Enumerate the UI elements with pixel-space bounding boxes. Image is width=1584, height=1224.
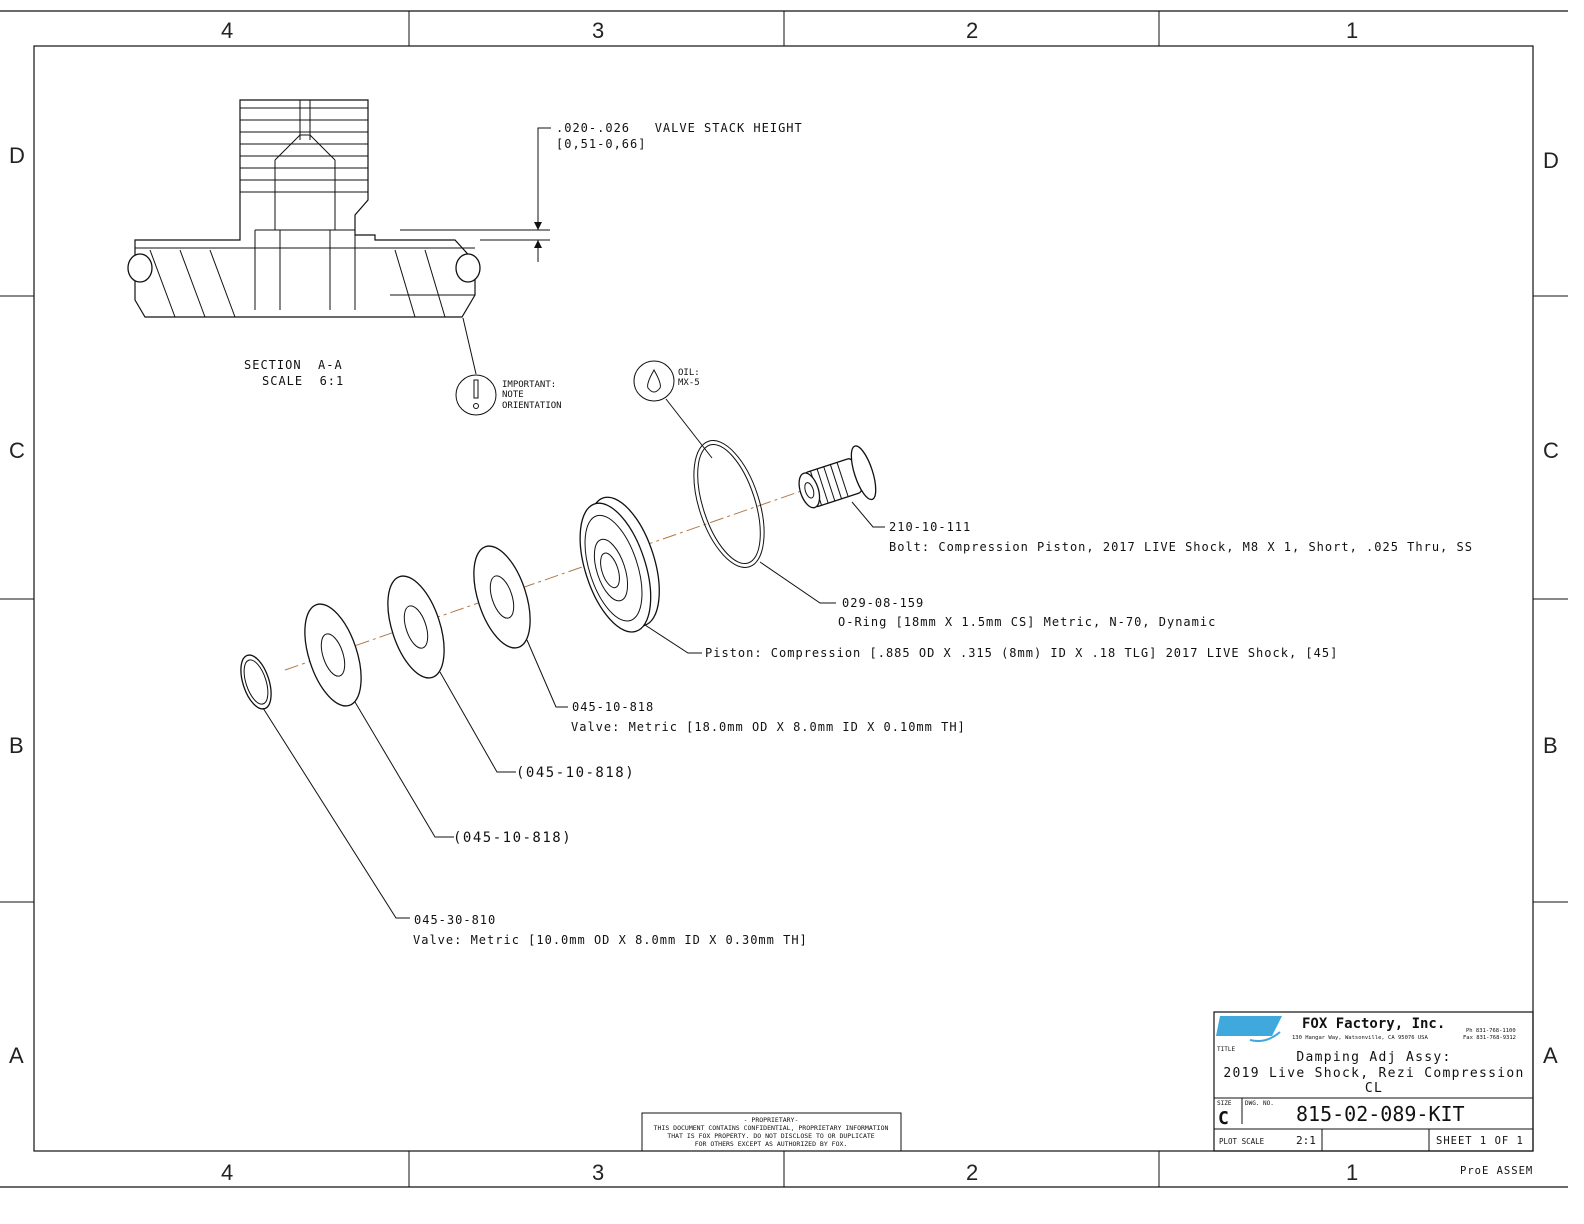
zone-col-3-bottom: 3 — [592, 1160, 604, 1185]
zone-col-4-top: 4 — [221, 18, 233, 43]
piston-bolt — [798, 445, 877, 509]
proprietary-line4: FOR OTHERS EXCEPT AS AUTHORIZED BY FOX. — [695, 1140, 848, 1148]
oil-drop-icon — [647, 368, 661, 393]
title-line1: Damping Adj Assy: — [1296, 1050, 1451, 1065]
title-block: FOX Factory, Inc. 130 Hangar Way, Watson… — [1213, 1011, 1534, 1177]
assembly-centerline — [284, 487, 811, 671]
company-address: 130 Hangar Way, Watsonville, CA 95076 US… — [1292, 1035, 1428, 1041]
zone-row-d-left: D — [9, 143, 25, 168]
company-phone: Ph 831-768-1100 — [1466, 1028, 1516, 1034]
valve-shim-3 — [304, 603, 362, 707]
oil-note: OIL: MX-5 — [633, 360, 713, 459]
o-ring — [693, 440, 765, 568]
important-note: IMPORTANT: NOTE ORIENTATION — [455, 317, 562, 416]
zone-row-c-left: C — [9, 438, 25, 463]
drawing-number: 815-02-089-KIT — [1296, 1102, 1465, 1126]
callout-bolt-desc: Bolt: Compression Piston, 2017 LIVE Shoc… — [889, 540, 1473, 554]
valve-stack-dimension: .020-.026 VALVE STACK HEIGHT — [556, 121, 803, 135]
callout-valve-ref-3: (045-10-818) — [453, 830, 572, 846]
valve-shim-1 — [473, 545, 531, 649]
fox-logo — [1216, 1016, 1282, 1042]
washer-045-30-810 — [240, 654, 272, 710]
zone-row-c-right: C — [1543, 438, 1559, 463]
section-view: .020-.026 VALVE STACK HEIGHT [0,51-0,66]… — [127, 99, 803, 388]
zone-labels: 4 3 2 1 4 3 2 1 D C B A D C B A — [9, 18, 1559, 1185]
proprietary-line3: THAT IS FOX PROPERTY. DO NOT DISCLOSE TO… — [667, 1132, 874, 1140]
callout-valve-ref-2: (045-10-818) — [516, 765, 635, 781]
proe-assem: ProE ASSEM — [1460, 1165, 1533, 1177]
proprietary-line2: THIS DOCUMENT CONTAINS CONFIDENTIAL, PRO… — [654, 1124, 889, 1132]
oil-note-line1: OIL: — [678, 368, 700, 378]
title-label: TITLE — [1217, 1046, 1235, 1053]
title-line2: 2019 Live Shock, Rezi Compression — [1223, 1066, 1524, 1081]
callout-oring-desc: O-Ring [18mm X 1.5mm CS] Metric, N-70, D… — [838, 615, 1216, 629]
compression-piston — [579, 496, 660, 633]
important-note-line3: ORIENTATION — [502, 401, 562, 411]
proprietary-notice: - PROPRIETARY- THIS DOCUMENT CONTAINS CO… — [641, 1112, 902, 1152]
size-value: C — [1218, 1108, 1229, 1129]
important-note-line2: NOTE — [502, 390, 524, 400]
proprietary-line1: - PROPRIETARY- — [744, 1116, 799, 1124]
zone-row-b-left: B — [9, 733, 24, 758]
callout-oring-part-no: 029-08-159 — [842, 596, 924, 610]
dwg-no-label: DWG. NO. — [1245, 1100, 1274, 1107]
zone-col-2-top: 2 — [966, 18, 978, 43]
callout-bolt-part-no: 210-10-111 — [889, 520, 971, 534]
valve-stack-dimension-metric: [0,51-0,66] — [556, 137, 646, 151]
oil-note-line2: MX-5 — [678, 378, 700, 388]
company-name: FOX Factory, Inc. — [1302, 1016, 1445, 1032]
zone-row-d-right: D — [1543, 148, 1559, 173]
valve-shim-2 — [387, 575, 445, 679]
zone-row-a-left: A — [9, 1043, 24, 1068]
callouts: 210-10-111 Bolt: Compression Piston, 201… — [262, 501, 1473, 947]
exploded-parts — [240, 440, 877, 710]
sheet-number: SHEET 1 OF 1 — [1436, 1135, 1524, 1147]
zone-col-1-bottom: 1 — [1346, 1160, 1358, 1185]
callout-piston-desc: Piston: Compression [.885 OD X .315 (8mm… — [705, 646, 1338, 660]
company-fax: Fax 831-768-9312 — [1463, 1035, 1516, 1041]
plot-scale-value: 2:1 — [1296, 1134, 1316, 1147]
callout-washer-part-no: 045-30-810 — [414, 913, 496, 927]
sheet-frame — [0, 10, 1568, 1188]
important-note-line1: IMPORTANT: — [502, 380, 556, 390]
zone-row-a-right: A — [1543, 1043, 1558, 1068]
zone-col-2-bottom: 2 — [966, 1160, 978, 1185]
zone-col-1-top: 1 — [1346, 18, 1358, 43]
size-label: SIZE — [1217, 1100, 1232, 1107]
plot-scale-label: PLOT SCALE — [1219, 1137, 1265, 1146]
title-line3: CL — [1365, 1081, 1383, 1096]
section-scale: SCALE 6:1 — [262, 374, 344, 388]
zone-col-4-bottom: 4 — [221, 1160, 233, 1185]
callout-valve-desc: Valve: Metric [18.0mm OD X 8.0mm ID X 0.… — [571, 720, 966, 734]
zone-row-b-right: B — [1543, 733, 1558, 758]
callout-washer-desc: Valve: Metric [10.0mm OD X 8.0mm ID X 0.… — [413, 933, 808, 947]
section-title: SECTION A-A — [244, 358, 343, 372]
zone-col-3-top: 3 — [592, 18, 604, 43]
callout-valve-part-no: 045-10-818 — [572, 700, 654, 714]
